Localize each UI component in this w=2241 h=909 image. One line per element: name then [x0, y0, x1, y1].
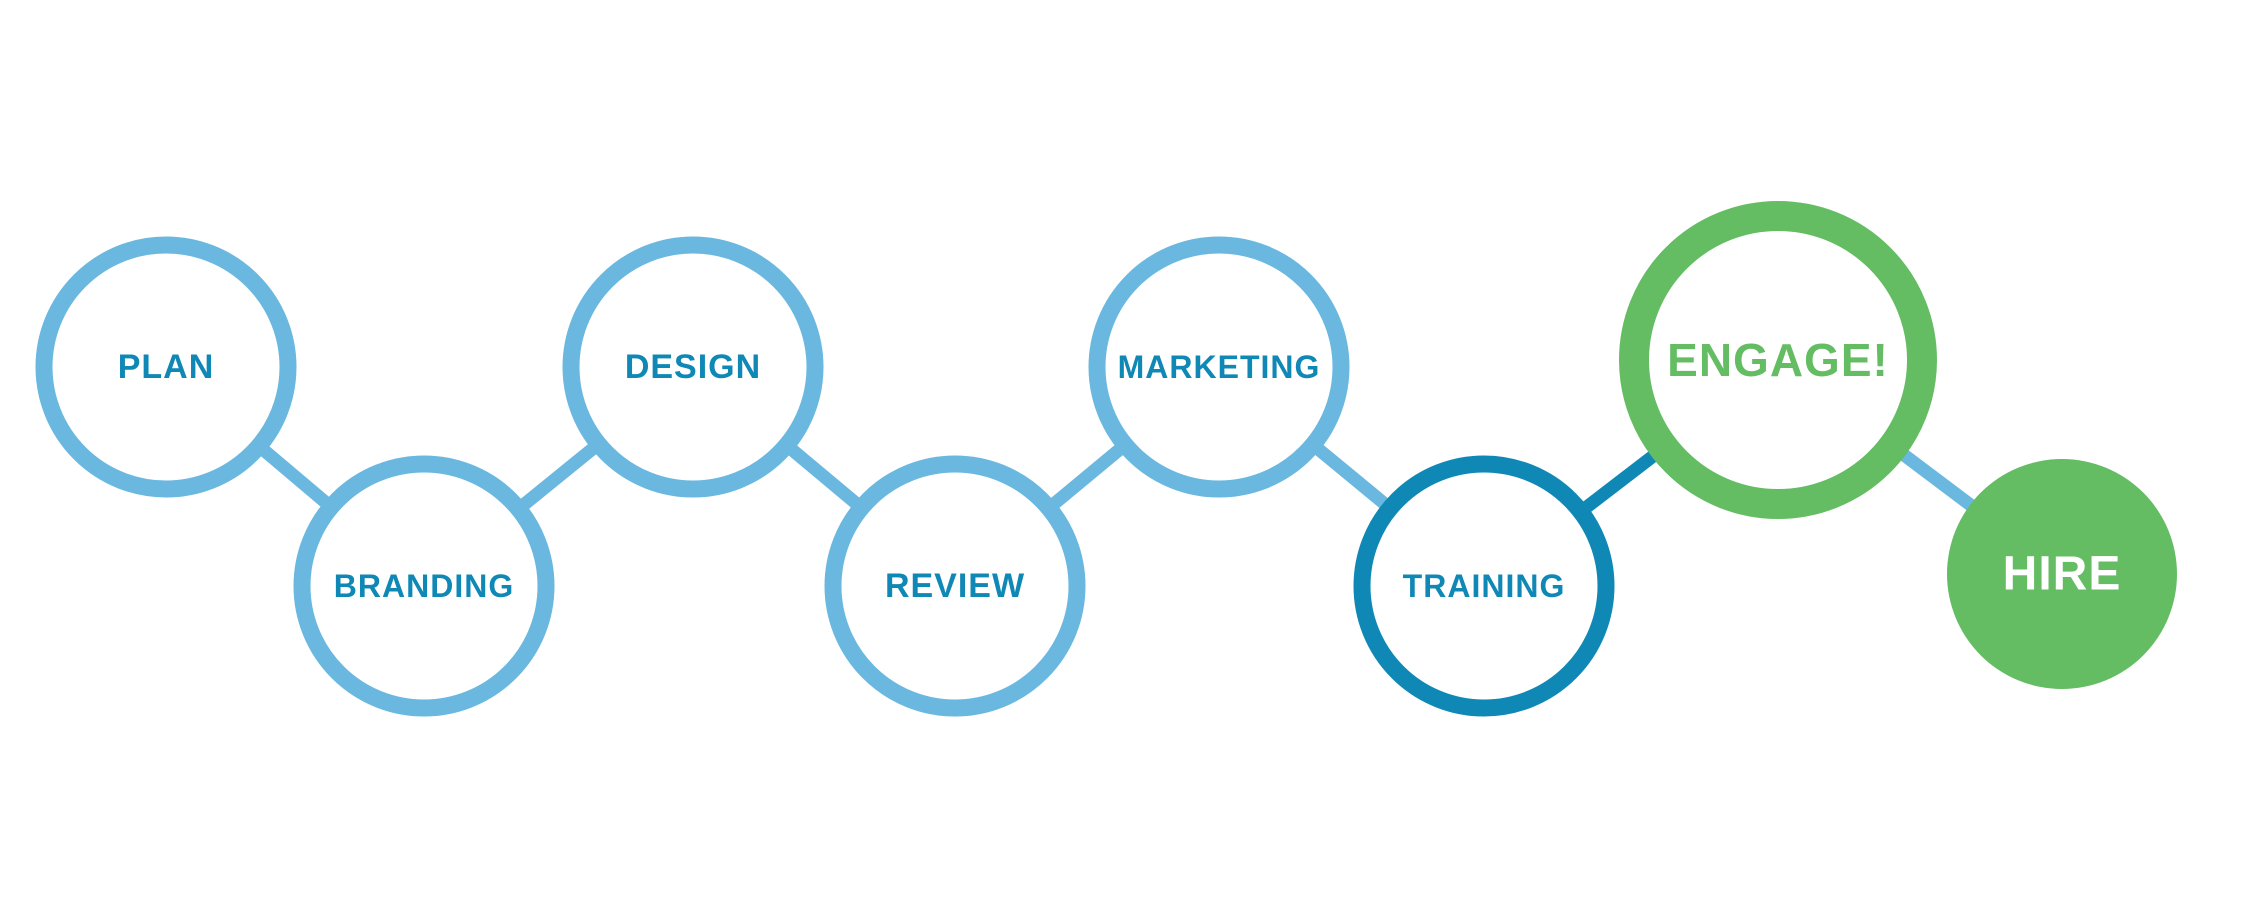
step-label-hire: HIRE: [2003, 548, 2122, 601]
step-review: REVIEW: [824, 455, 1086, 717]
connector-marketing-training: [1312, 442, 1391, 511]
step-label-marketing: MARKETING: [1118, 349, 1321, 385]
step-label-branding: BRANDING: [334, 568, 514, 604]
node-layer: PLAN BRANDING DESIGN REVIEW MARKETING TRAININ…: [35, 201, 2177, 717]
connector-branding-design: [517, 441, 600, 512]
step-circle-engage: [1619, 201, 1937, 519]
connector-plan-branding: [258, 443, 332, 510]
connector-training-engage: [1580, 449, 1660, 515]
step-circle-review: [824, 455, 1086, 717]
step-branding: BRANDING: [293, 455, 555, 717]
step-circle-hire: [1947, 459, 2177, 689]
step-label-review: REVIEW: [885, 567, 1025, 605]
step-circle-branding: [293, 455, 555, 717]
step-marketing: MARKETING: [1088, 236, 1350, 498]
step-training: TRAINING: [1353, 455, 1615, 717]
step-label-training: TRAINING: [1403, 568, 1566, 604]
step-plan: PLAN: [35, 236, 297, 498]
step-label-plan: PLAN: [118, 348, 215, 386]
step-circle-training: [1353, 455, 1615, 717]
step-design: DESIGN: [562, 236, 824, 498]
step-hire: HIRE: [1947, 459, 2177, 689]
connector-layer: [258, 441, 1978, 515]
step-circle-marketing: [1088, 236, 1350, 498]
connector-review-marketing: [1048, 442, 1126, 511]
step-circle-design: [562, 236, 824, 498]
step-engage: ENGAGE!: [1619, 201, 1937, 519]
step-label-design: DESIGN: [625, 348, 761, 386]
connector-engage-hire: [1897, 448, 1978, 513]
step-label-engage: ENGAGE!: [1667, 334, 1889, 386]
connector-design-review: [785, 443, 863, 510]
step-circle-plan: [35, 236, 297, 498]
